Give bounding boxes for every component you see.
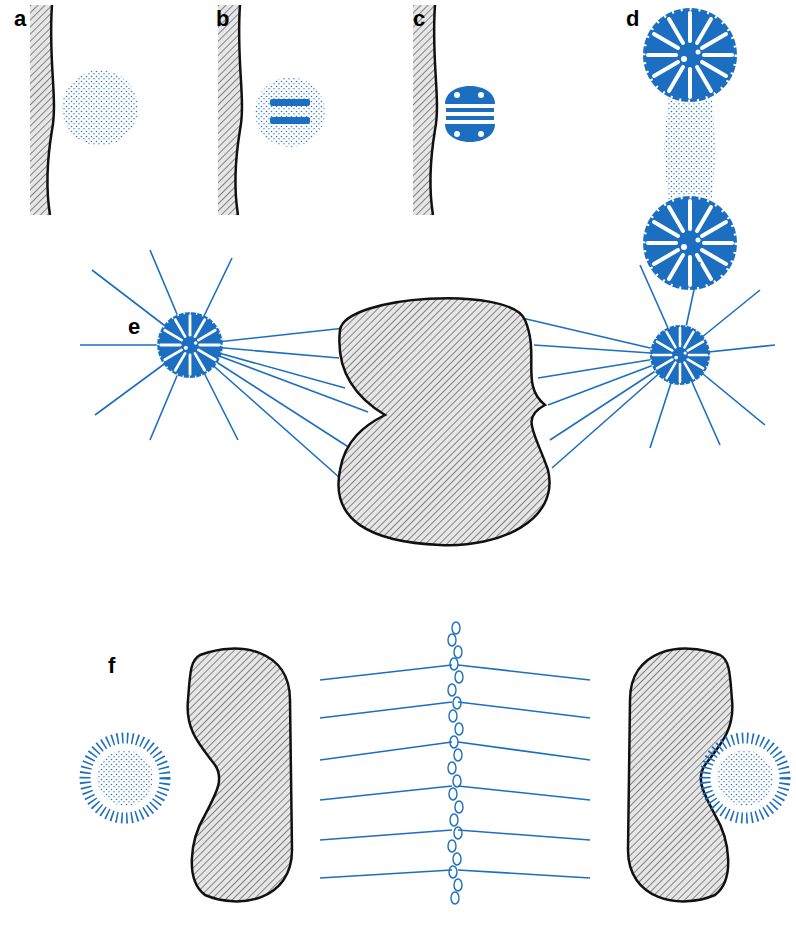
nucleus-edge	[30, 5, 54, 215]
panel-letter: a	[14, 8, 26, 30]
duplicated-centrosome	[445, 86, 495, 142]
spindle-fibres	[320, 665, 590, 878]
nucleus-edge	[218, 5, 242, 215]
panel-letter: b	[216, 8, 229, 30]
nucleus-edge	[413, 5, 437, 215]
pericentriolar-material	[664, 98, 716, 200]
centriole	[270, 117, 310, 124]
dividing-nucleus	[338, 298, 549, 545]
panel-letter: c	[413, 8, 425, 30]
aster	[650, 325, 710, 385]
daughter-nucleus	[628, 649, 732, 902]
centrosome	[705, 738, 785, 818]
panel-letter: d	[626, 8, 639, 30]
centriole	[270, 99, 310, 106]
aster	[643, 8, 737, 102]
aster	[157, 312, 223, 378]
chromosomes	[448, 622, 463, 904]
centrosome	[62, 70, 138, 146]
centrosome	[255, 77, 325, 147]
panel-letter: e	[128, 316, 140, 338]
panel-letter: f	[108, 655, 115, 677]
daughter-nucleus	[188, 649, 292, 902]
centrosome	[85, 738, 165, 818]
aster	[643, 196, 737, 290]
